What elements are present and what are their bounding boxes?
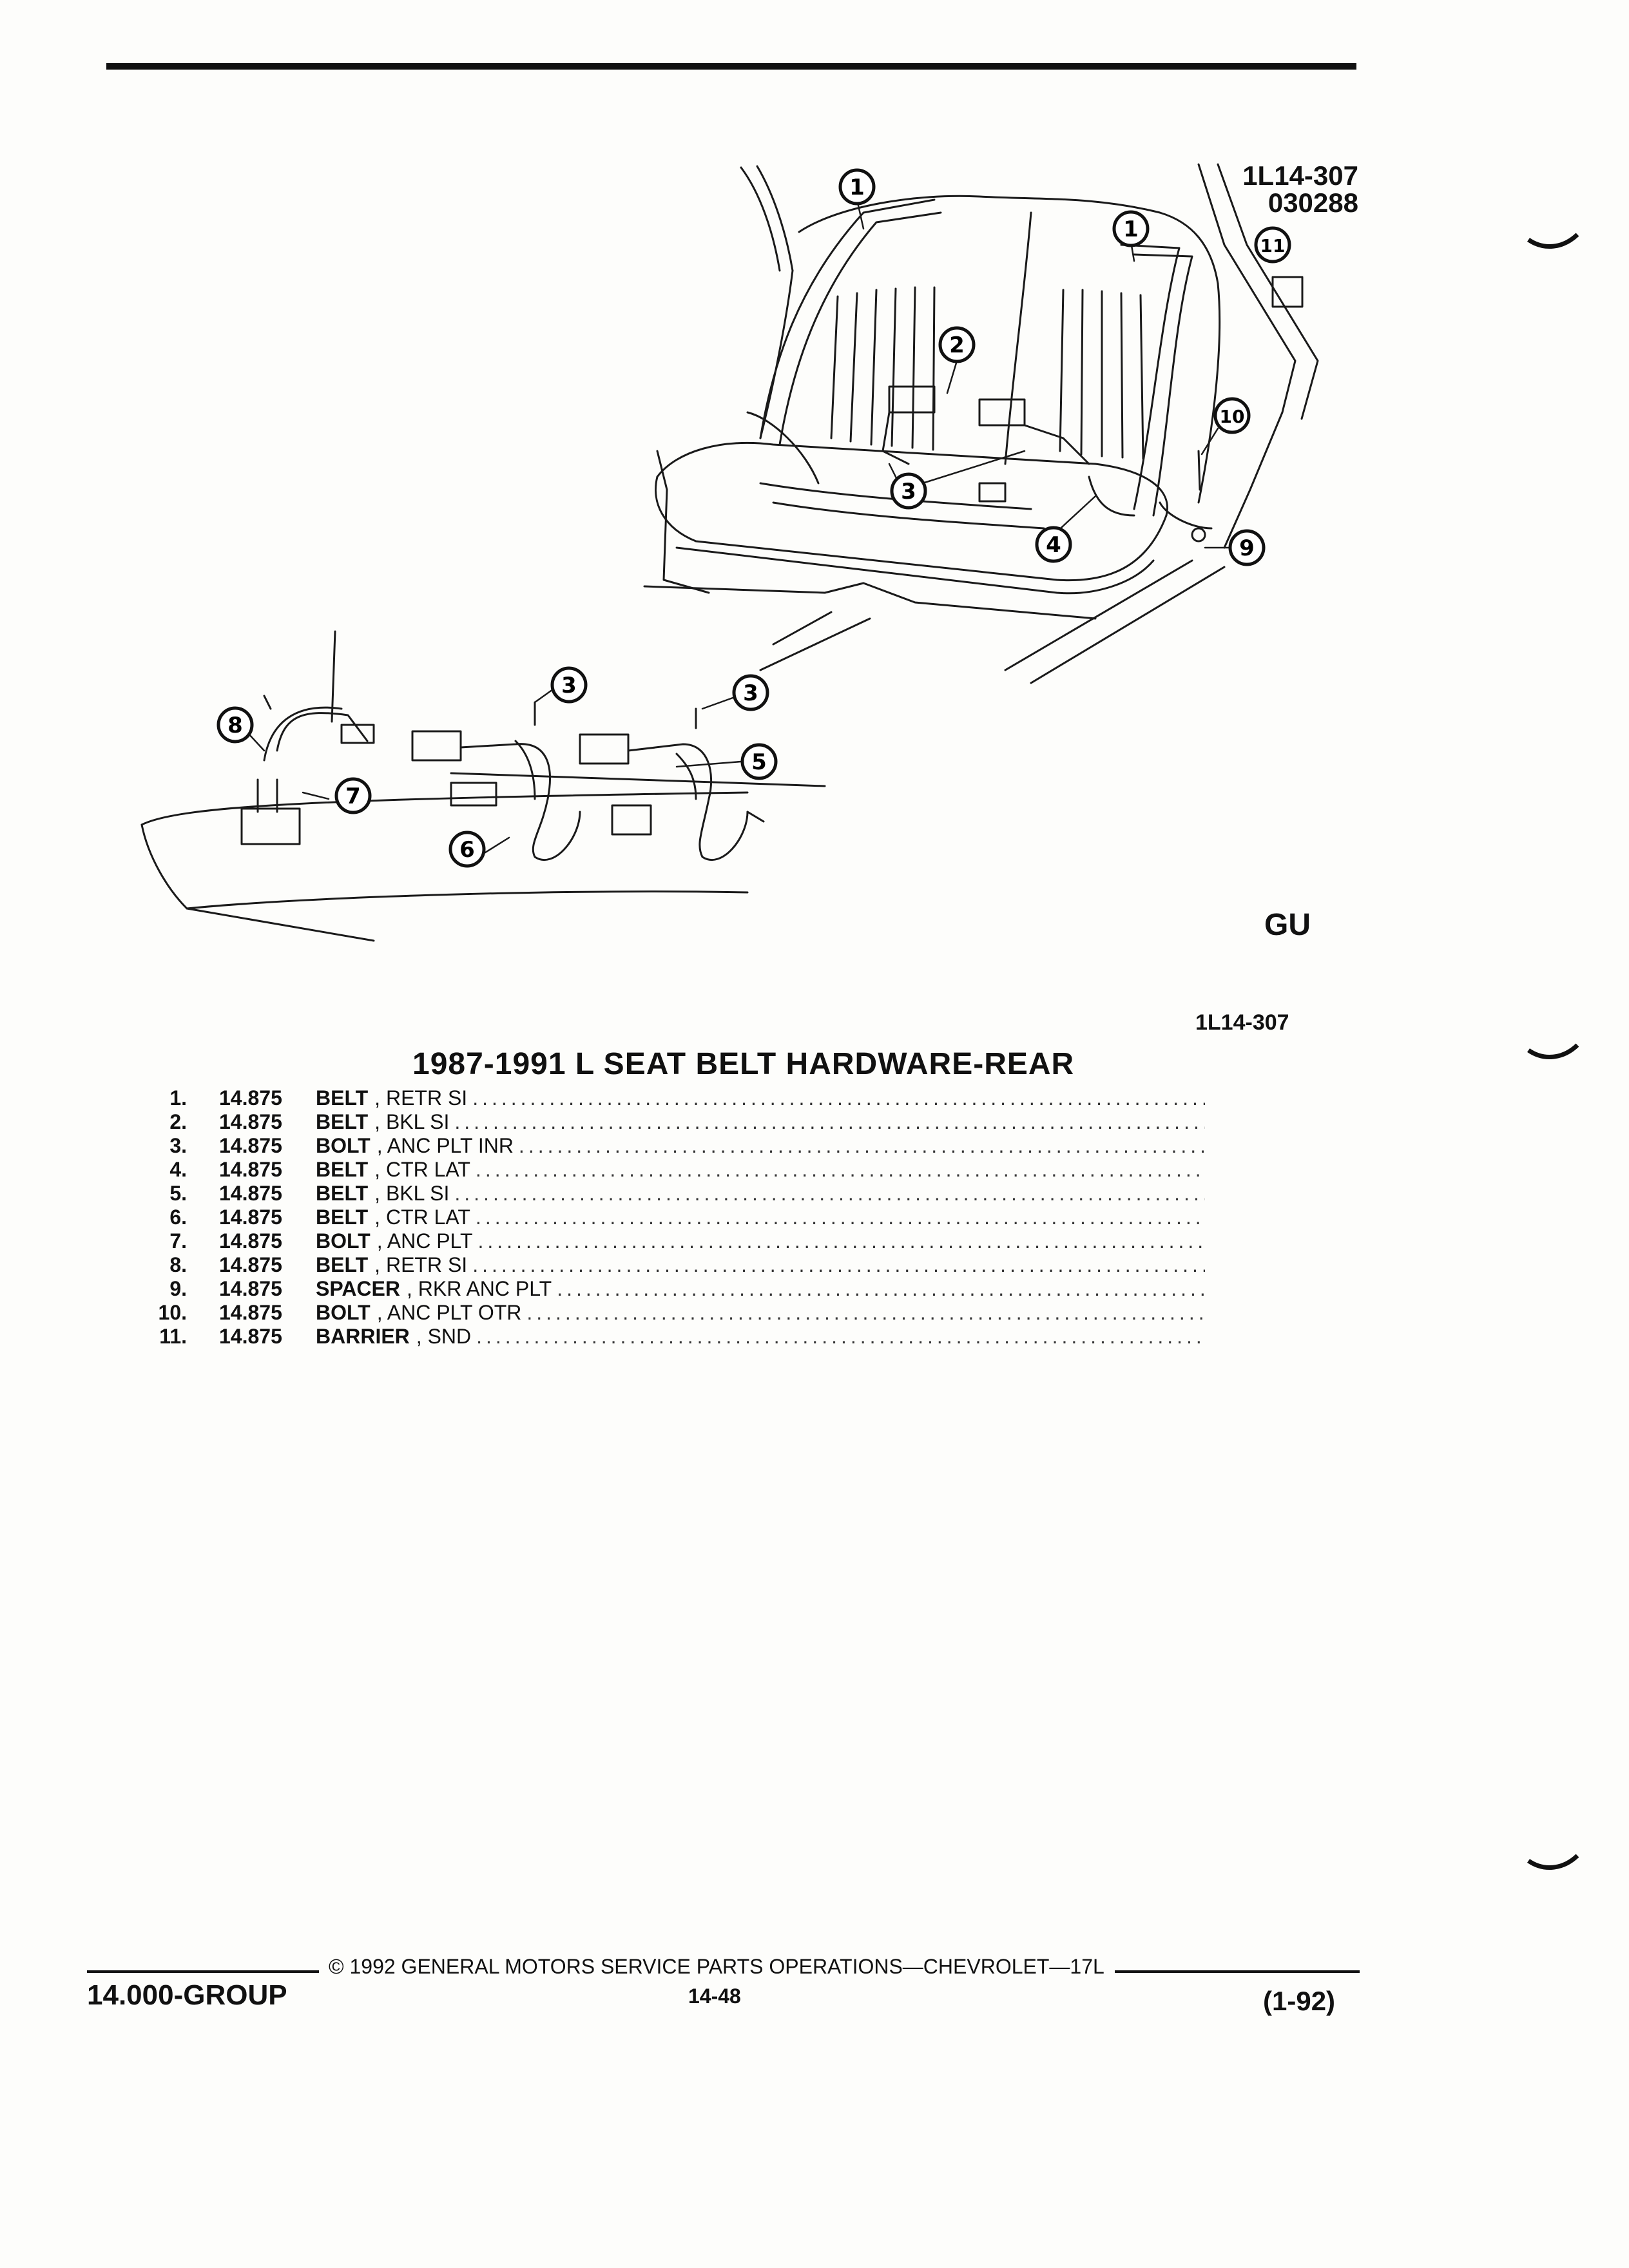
binder-edge-mark <box>1527 233 1579 249</box>
callout-8: 8 <box>217 706 254 744</box>
dot-leader: ........................................… <box>557 1277 1205 1300</box>
dot-leader: ........................................… <box>472 1086 1205 1110</box>
car-body-outline <box>656 163 1319 594</box>
illustration-id: 1L14-307 <box>1195 1010 1289 1035</box>
svg-text:2: 2 <box>949 332 965 358</box>
callout-3-lower-left: 3 <box>550 666 588 704</box>
svg-text:7: 7 <box>345 783 361 809</box>
footer-rule-right <box>1115 1970 1360 1973</box>
dot-leader: ........................................… <box>454 1110 1205 1133</box>
rear-seat-back <box>759 195 1221 504</box>
page-number: 14-48 <box>688 1984 741 2008</box>
upper-seat-belts <box>746 198 1304 543</box>
svg-text:6: 6 <box>459 837 475 863</box>
footer-date: (1-92) <box>1263 1986 1336 2016</box>
dot-leader: ........................................… <box>526 1301 1205 1324</box>
callout-11: 11 <box>1254 226 1291 264</box>
callout-9: 9 <box>1228 529 1266 566</box>
dot-leader: ........................................… <box>475 1206 1205 1229</box>
binder-edge-mark <box>1527 1854 1579 1870</box>
callout-6: 6 <box>448 831 486 868</box>
dot-leader: ........................................… <box>476 1325 1205 1348</box>
callout-5: 5 <box>740 743 778 780</box>
figure-date-code: 030288 <box>1268 187 1358 218</box>
callout-3-lower-right: 3 <box>732 674 769 711</box>
callout-1a: 1 <box>838 168 876 206</box>
floor-outline <box>643 559 1226 684</box>
callout-10: 10 <box>1213 397 1251 434</box>
binder-edge-mark <box>1527 1043 1579 1059</box>
svg-text:8: 8 <box>227 713 243 738</box>
gm-logo: GU <box>1264 908 1311 942</box>
top-rule <box>106 63 1356 70</box>
svg-text:10: 10 <box>1220 406 1245 427</box>
svg-text:3: 3 <box>743 680 758 706</box>
seat-belt-diagram: 1 1 11 2 10 3 4 9 3 3 8 5 7 6 <box>140 163 1319 942</box>
svg-text:1: 1 <box>1123 216 1139 242</box>
footer-group: 14.000-GROUP <box>87 1979 287 2011</box>
dot-leader: ........................................… <box>472 1253 1205 1276</box>
svg-text:9: 9 <box>1239 535 1255 561</box>
callout-7: 7 <box>334 777 372 814</box>
dot-leader: ........................................… <box>454 1182 1205 1205</box>
svg-text:3: 3 <box>561 673 577 698</box>
figure-code: 1L14-307 <box>1242 160 1358 191</box>
dot-leader: ........................................… <box>518 1134 1205 1157</box>
callout-3-upper: 3 <box>890 472 927 510</box>
svg-text:3: 3 <box>901 479 916 505</box>
section-title: 1987-1991 L SEAT BELT HARDWARE-REAR <box>412 1047 1075 1081</box>
svg-text:11: 11 <box>1260 235 1286 256</box>
callout-2: 2 <box>938 326 976 363</box>
svg-text:1: 1 <box>849 175 865 200</box>
dot-leader: ........................................… <box>477 1229 1206 1253</box>
dot-leader: ........................................… <box>475 1158 1205 1181</box>
rear-seat-cushion <box>655 442 1168 595</box>
svg-text:5: 5 <box>751 749 767 775</box>
lower-belt-assembly <box>140 630 826 942</box>
callout-4: 4 <box>1035 526 1072 563</box>
svg-text:4: 4 <box>1046 532 1061 558</box>
footer-copyright: © 1992 GENERAL MOTORS SERVICE PARTS OPER… <box>329 1955 1104 1978</box>
footer-rule-left <box>87 1970 319 1973</box>
callout-markers: 1 1 11 2 10 3 4 9 3 3 8 5 7 6 <box>217 168 1291 868</box>
callout-1b: 1 <box>1112 210 1150 247</box>
